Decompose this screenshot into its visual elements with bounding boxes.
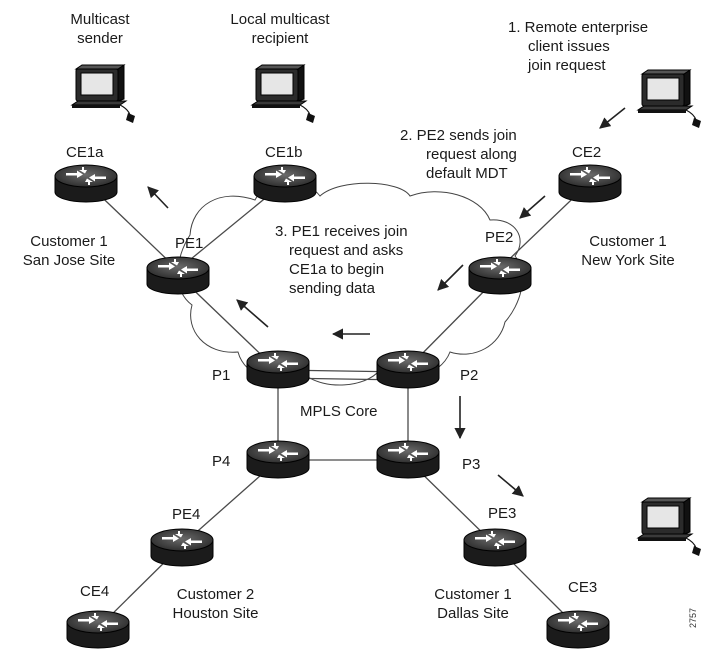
local-recipient-label: Local multicast recipient	[215, 10, 345, 48]
step1-annotation: 1. Remote enterprise client issues join …	[508, 18, 648, 75]
step3-annotation: 3. PE1 receives join request and asks CE…	[275, 222, 408, 298]
router-ce3-label: CE3	[568, 579, 598, 596]
router-p3-icon	[376, 440, 440, 479]
site-san-jose-line1: Customer 1	[30, 233, 108, 250]
router-p1-icon	[246, 350, 310, 389]
site-houston-label: Customer 2 Houston Site	[158, 585, 273, 623]
figure-id: 2757	[688, 607, 698, 628]
step2-line3: default MDT	[426, 165, 508, 182]
dallas-computer-icon	[637, 497, 702, 557]
site-new-york-label: Customer 1 New York Site	[568, 232, 688, 270]
flow-arrows	[147, 107, 626, 497]
arrow-step1	[599, 107, 626, 129]
multicast-sender-line1: Multicast	[70, 11, 130, 28]
step3-line1: 3. PE1 receives join	[275, 223, 408, 240]
router-ce1a-icon	[54, 164, 118, 203]
site-san-jose-label: Customer 1 San Jose Site	[14, 232, 124, 270]
router-p4-icon	[246, 440, 310, 479]
remote-client-computer-icon	[637, 69, 702, 129]
router-ce1b-icon	[253, 164, 317, 203]
site-san-jose-line2: San Jose Site	[22, 252, 116, 269]
arrow-p3-to-pe3	[497, 474, 524, 497]
arrow-pe2-left	[437, 264, 464, 291]
arrow-step2	[519, 195, 546, 219]
local-recipient-line2: recipient	[251, 30, 309, 47]
router-ce2-icon	[558, 164, 622, 203]
step1-line3: join request	[528, 57, 606, 74]
step3-line4: sending data	[289, 280, 375, 297]
router-ce4-label: CE4	[80, 583, 110, 600]
router-pe3-label: PE3	[488, 505, 517, 522]
multicast-sender-line2: sender	[77, 30, 123, 47]
local-recipient-line1: Local multicast	[230, 11, 330, 28]
step1-line1: 1. Remote enterprise	[508, 19, 649, 36]
router-p1-label: P1	[212, 367, 231, 384]
router-pe1-label: PE1	[175, 235, 204, 252]
multicast-sender-label: Multicast sender	[55, 10, 145, 48]
router-pe3-icon	[463, 528, 527, 567]
arrow-to-ce1a	[147, 186, 169, 209]
local-recipient-computer-icon	[251, 64, 316, 124]
router-pe4-icon	[150, 528, 214, 567]
router-p3-label: P3	[462, 456, 481, 473]
router-ce1b-label: CE1b	[265, 144, 303, 161]
site-houston-line1: Customer 2	[176, 586, 255, 603]
step3-line2: request and asks	[289, 242, 404, 259]
router-pe4-label: PE4	[172, 506, 201, 523]
router-pe2-label: PE2	[485, 229, 514, 246]
mpls-core-label: MPLS Core	[300, 403, 378, 420]
step3-line3: CE1a to begin	[289, 261, 385, 278]
mpls-cloud	[177, 181, 523, 386]
site-dallas-line2: Dallas Site	[437, 605, 509, 622]
step2-line1: 2. PE2 sends join	[400, 127, 517, 144]
site-dallas-label: Customer 1 Dallas Site	[418, 585, 528, 623]
step1-line2: client issues	[528, 38, 610, 55]
site-new-york-line1: Customer 1	[589, 233, 667, 250]
router-p4-label: P4	[212, 453, 231, 470]
step2-line2: request along	[426, 146, 517, 163]
multicast-sender-computer-icon	[71, 64, 136, 124]
site-dallas-line1: Customer 1	[434, 586, 512, 603]
router-p2-icon	[376, 350, 440, 389]
router-ce3-icon	[546, 610, 610, 649]
router-ce2-label: CE2	[572, 144, 602, 161]
router-pe1-icon	[146, 256, 210, 295]
router-p2-label: P2	[460, 367, 479, 384]
router-ce1a-label: CE1a	[66, 144, 104, 161]
site-new-york-line2: New York Site	[581, 252, 675, 269]
site-houston-line2: Houston Site	[172, 605, 259, 622]
arrow-to-pe1	[236, 299, 269, 328]
router-ce4-icon	[66, 610, 130, 649]
step2-annotation: 2. PE2 sends join request along default …	[400, 126, 517, 183]
router-pe2-icon	[468, 256, 532, 295]
